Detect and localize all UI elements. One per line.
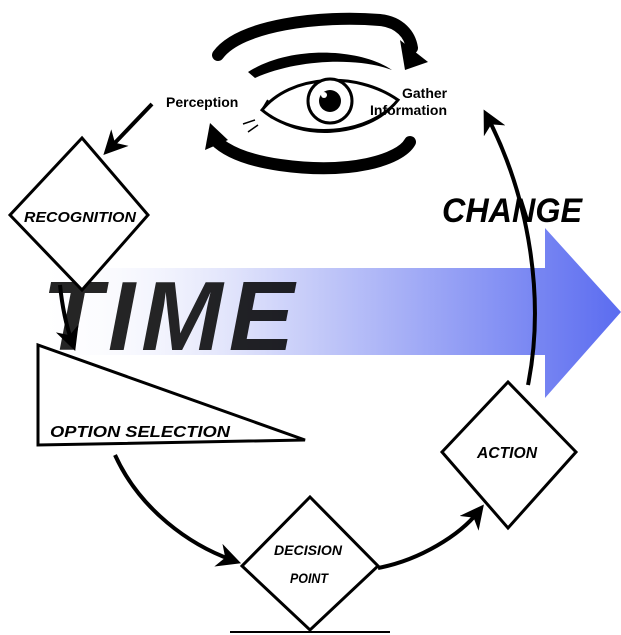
action-label: ACTION — [476, 445, 537, 462]
change-label: CHANGE — [442, 192, 583, 230]
decision-point-node — [239, 494, 381, 633]
option-selection-node — [36, 342, 306, 447]
gather-label-line1: Gather — [402, 85, 448, 101]
time-arrow — [30, 228, 621, 398]
recognition-label: RECOGNITION — [24, 209, 137, 226]
gather-label-line2: Information — [370, 102, 447, 118]
option-selection-label: OPTION SELECTION — [50, 424, 231, 441]
recognition-node — [7, 135, 150, 293]
perception-label: Perception — [166, 94, 238, 110]
eye-icon — [205, 12, 428, 175]
decision-label-line2: POINT — [290, 570, 329, 586]
arrow-perception-recognition — [103, 102, 154, 155]
arrow-decision-action — [377, 504, 484, 570]
arrow-action-gather — [483, 109, 537, 386]
action-node — [439, 379, 579, 531]
arrow-recognition-option — [55, 284, 79, 352]
arrow-option-decision — [113, 454, 242, 567]
decision-label-line1: DECISION — [274, 542, 343, 558]
